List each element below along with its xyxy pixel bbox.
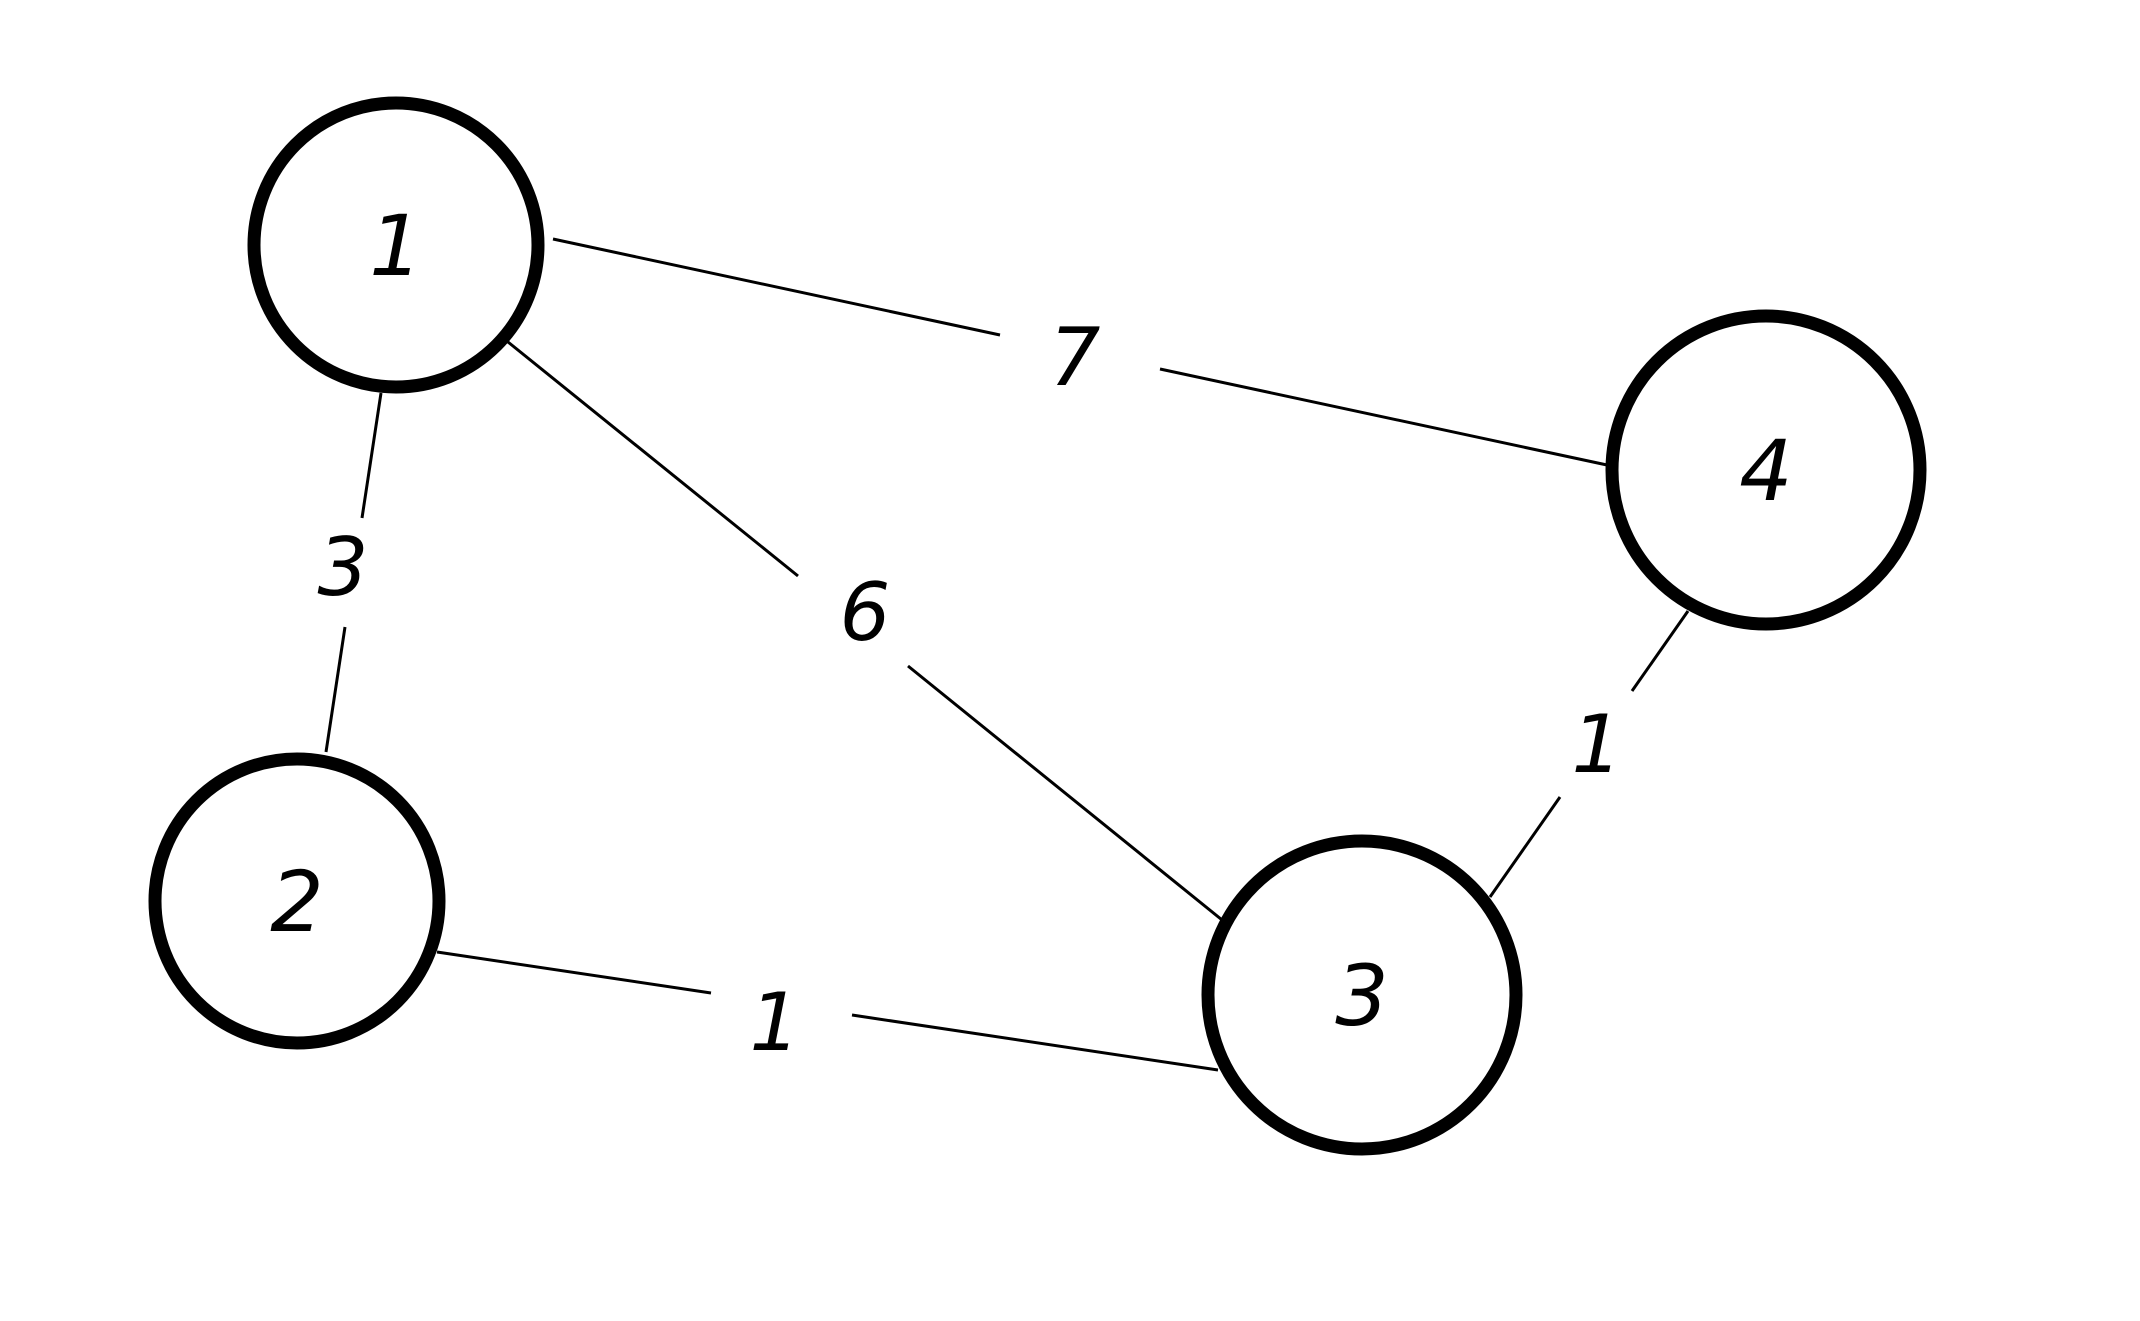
node-1: 1	[247, 96, 545, 394]
edge-weight-1-3: 6	[840, 566, 891, 659]
edge-3-4	[1488, 610, 1690, 898]
edge-1-4	[552, 237, 1608, 467]
edge-2-3	[436, 950, 1219, 1072]
node-3: 3	[1201, 834, 1523, 1156]
edge-weight-2-3: 1	[750, 976, 801, 1069]
node-label-3: 3	[1335, 947, 1388, 1045]
edge-weight-1-4: 7	[1050, 311, 1101, 404]
edge-weight-1-2: 3	[318, 521, 369, 614]
node-label-4: 4	[1739, 422, 1792, 520]
node-label-1: 1	[369, 197, 422, 295]
edge-1-2	[324, 392, 383, 753]
edge-1-3	[507, 340, 1233, 930]
node-4: 4	[1605, 309, 1927, 631]
node-label-2: 2	[270, 853, 323, 951]
edge-weight-3-4: 1	[1572, 698, 1623, 791]
node-2: 2	[148, 752, 446, 1050]
